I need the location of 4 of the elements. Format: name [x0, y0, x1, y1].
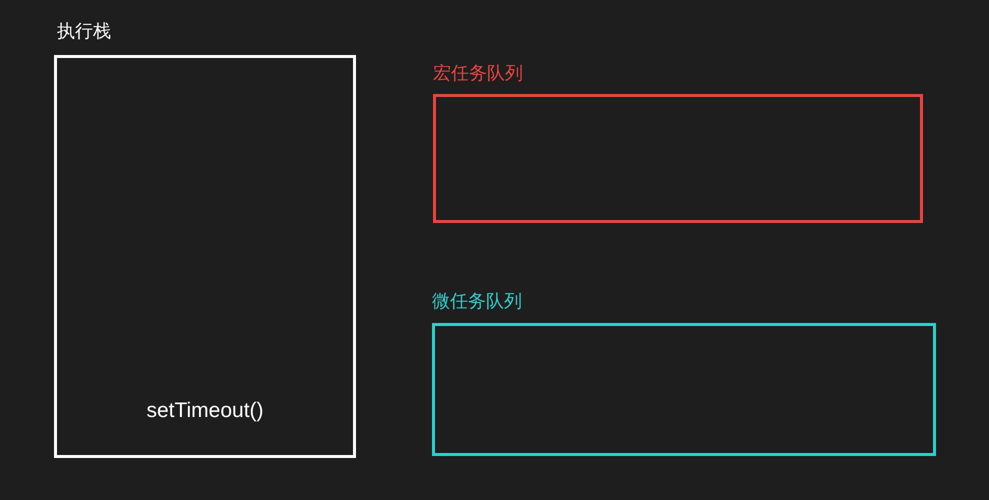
box-heading: 执行栈 [57, 21, 111, 43]
box-heading: 微任务队列 [432, 291, 522, 313]
function-call-text: setTimeout() [146, 399, 264, 422]
box-heading: 宏任务队列 [433, 63, 523, 85]
